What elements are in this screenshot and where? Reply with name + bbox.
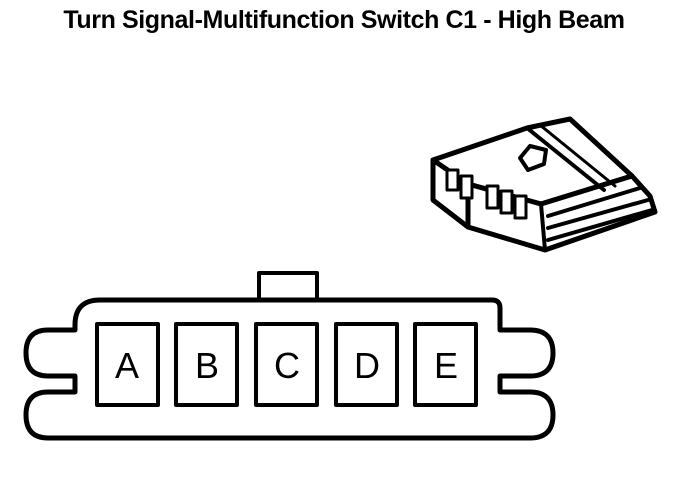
connector-3d-cavity	[513, 194, 528, 220]
connector-3d-ridge	[525, 126, 606, 192]
pin-label-b: B	[195, 345, 219, 386]
connector-3d-rail	[539, 202, 547, 252]
connector-3d-view	[430, 116, 658, 253]
pin-label-a: A	[115, 345, 139, 386]
pin-cavity-b	[174, 322, 239, 407]
connector-3d-rail	[546, 198, 650, 230]
pin-cavity-d	[334, 322, 399, 407]
connector-3d-cavity	[459, 174, 474, 200]
connector-3d-rail	[546, 208, 654, 242]
connector-face-view	[23, 271, 556, 441]
pin-label-d: D	[354, 345, 380, 386]
connector-3d-cavity	[499, 189, 514, 215]
pin-cavity-a	[95, 322, 160, 407]
connector-3d-cavity	[445, 168, 460, 192]
connector-3d-cavity	[485, 184, 500, 210]
connector-3d-latch	[518, 144, 548, 172]
connector-3d-rail	[546, 186, 642, 218]
pin-cavity-c	[254, 322, 319, 407]
pin-cavity-e	[413, 322, 478, 407]
pin-label-e: E	[434, 345, 458, 386]
pin-label-c: C	[274, 345, 300, 386]
diagram-title: Turn Signal-Multifunction Switch C1 - Hi…	[63, 6, 625, 34]
connector-3d-ridge	[538, 123, 617, 188]
